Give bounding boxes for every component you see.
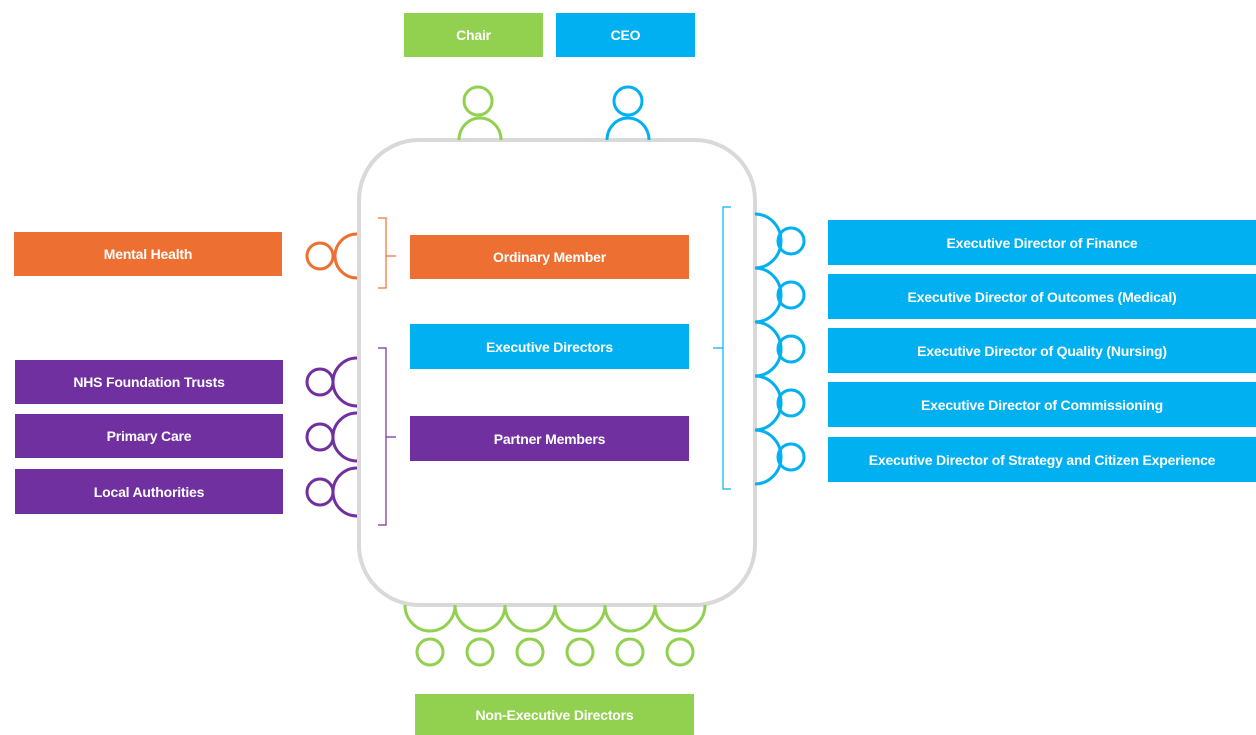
partner-person-icon bbox=[305, 356, 358, 408]
executive-directors-bracket bbox=[713, 206, 731, 490]
executive-director-outcomes-label: Executive Director of Outcomes (Medical) bbox=[828, 274, 1256, 319]
ordinary-member-label: Ordinary Member bbox=[410, 235, 689, 279]
local-authorities-label: Local Authorities bbox=[15, 469, 283, 514]
ceo-person-icon bbox=[605, 85, 651, 141]
partner-person-icon bbox=[305, 466, 358, 518]
executive-person-icon bbox=[754, 428, 806, 486]
executive-director-quality-label: Executive Director of Quality (Nursing) bbox=[828, 328, 1256, 373]
chair-label: Chair bbox=[404, 13, 543, 57]
partner-members-bracket bbox=[378, 347, 396, 526]
non-executive-person-icon bbox=[503, 604, 557, 667]
non-executive-person-icon bbox=[453, 604, 507, 667]
executive-director-finance-label: Executive Director of Finance bbox=[828, 220, 1256, 265]
non-executive-person-icon bbox=[403, 604, 457, 667]
partner-person-icon bbox=[305, 411, 358, 463]
mental-health-person-icon bbox=[305, 232, 358, 280]
executive-director-strategy-label: Executive Director of Strategy and Citiz… bbox=[828, 437, 1256, 482]
nhs-foundation-trusts-label: NHS Foundation Trusts bbox=[15, 360, 283, 404]
non-executive-person-icon bbox=[603, 604, 657, 667]
executive-person-icon bbox=[754, 320, 806, 378]
executive-director-commissioning-label: Executive Director of Commissioning bbox=[828, 382, 1256, 427]
board-table bbox=[357, 138, 757, 607]
executive-person-icon bbox=[754, 212, 806, 270]
chair-person-icon bbox=[457, 85, 503, 141]
mental-health-label: Mental Health bbox=[14, 232, 282, 276]
partner-members-label: Partner Members bbox=[410, 416, 689, 461]
ordinary-member-bracket bbox=[378, 217, 396, 289]
non-executive-person-icon bbox=[553, 604, 607, 667]
ceo-label: CEO bbox=[556, 13, 695, 57]
executive-directors-label: Executive Directors bbox=[410, 324, 689, 369]
non-executive-directors-label: Non-Executive Directors bbox=[415, 694, 694, 735]
executive-person-icon bbox=[754, 374, 806, 432]
primary-care-label: Primary Care bbox=[15, 414, 283, 458]
non-executive-person-icon bbox=[653, 604, 707, 667]
executive-person-icon bbox=[754, 266, 806, 324]
